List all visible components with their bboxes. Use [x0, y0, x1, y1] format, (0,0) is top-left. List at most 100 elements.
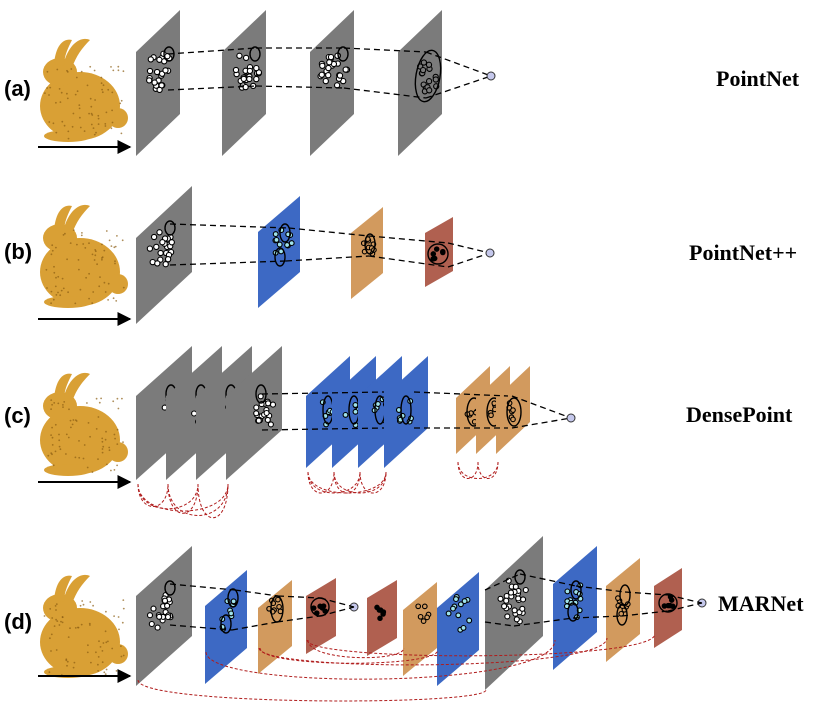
skip-connection — [137, 679, 487, 702]
bunny-ear — [64, 574, 90, 604]
bunny-speckle — [89, 601, 92, 603]
bunny-speckle — [82, 603, 85, 606]
bunny-speckle — [56, 620, 59, 622]
bunny-speckle — [52, 298, 55, 301]
bunny-speckle — [75, 76, 78, 79]
bunny-speckle — [114, 437, 116, 440]
point — [265, 400, 272, 407]
bunny-speckle — [91, 302, 94, 305]
bunny-speckle — [97, 656, 100, 658]
bunny-speckle — [113, 469, 116, 471]
bunny-speckle — [95, 651, 97, 654]
feature-plane — [196, 346, 252, 480]
bunny-ear — [64, 372, 90, 402]
bunny-speckle — [113, 615, 115, 617]
bunny-speckle — [82, 243, 85, 245]
dashed-connection — [484, 621, 515, 627]
point — [168, 239, 175, 246]
point — [504, 613, 511, 620]
point — [440, 249, 446, 256]
dashed-connection — [484, 573, 521, 591]
row-label-d: (d) — [4, 609, 32, 634]
receptive-field-ring — [427, 243, 449, 265]
point — [327, 53, 335, 61]
bunny-speckle — [72, 112, 75, 115]
bunny-speckle — [56, 68, 59, 71]
bunny-speckle — [97, 670, 99, 672]
point — [503, 597, 510, 604]
point — [151, 79, 158, 86]
bunny-speckle — [55, 603, 58, 605]
point — [325, 72, 332, 79]
bunny-speckle — [66, 97, 69, 100]
bunny-tail — [108, 108, 128, 128]
bunny-speckle — [99, 646, 102, 648]
bunny-speckle — [57, 291, 59, 294]
bunny-speckle — [50, 452, 53, 454]
bunny-speckle — [49, 86, 52, 89]
dashed-connection — [413, 391, 509, 397]
point — [430, 251, 437, 257]
point — [512, 583, 519, 590]
bunny-speckle — [66, 92, 68, 95]
bunny-speckle — [78, 268, 80, 271]
bunny-speckle — [117, 65, 120, 68]
bunny-speckle — [94, 99, 96, 101]
bunny-speckle — [68, 408, 70, 411]
bunny-point-cloud — [40, 372, 128, 476]
bunny-speckle — [44, 92, 46, 94]
bunny-speckle — [95, 397, 98, 400]
point — [236, 52, 243, 59]
bunny-speckle — [50, 399, 53, 401]
bunny-speckle — [105, 668, 108, 671]
skip-connection — [258, 637, 608, 666]
bunny-speckle — [74, 302, 77, 305]
bunny-speckle — [53, 625, 56, 627]
bunny-speckle — [117, 407, 120, 410]
bunny-speckle — [73, 661, 76, 664]
point — [159, 239, 166, 246]
point — [246, 75, 253, 83]
bunny-speckle — [101, 243, 103, 246]
bunny-speckle — [62, 234, 65, 236]
point — [275, 596, 281, 603]
point — [457, 601, 464, 608]
bunny-feet — [44, 464, 92, 476]
bunny-speckle — [100, 76, 103, 79]
model-name-densepoint: DensePoint — [686, 402, 793, 427]
point — [284, 242, 291, 248]
bunny-speckle — [78, 104, 81, 106]
point — [253, 75, 260, 83]
bunny-speckle — [43, 615, 46, 617]
model-name-pointnet-plus-plus: PointNet++ — [689, 240, 797, 265]
receptive-field-ring — [164, 220, 176, 236]
bunny-speckle — [79, 604, 82, 607]
point — [520, 596, 527, 603]
point — [453, 596, 459, 603]
skip-connection — [197, 483, 229, 518]
skip-connection — [333, 471, 387, 494]
bunny-speckle — [69, 627, 71, 630]
bunny-speckle — [57, 275, 60, 278]
bunny-speckle — [78, 440, 80, 442]
point — [667, 602, 673, 609]
bunny-speckle — [87, 422, 90, 424]
bunny-speckle — [108, 449, 111, 452]
bunny-speckle — [50, 633, 53, 636]
receptive-field-ring — [567, 602, 579, 622]
receptive-field-ring — [619, 584, 631, 606]
feature-plane — [310, 10, 354, 156]
bunny-speckle — [89, 65, 92, 68]
dashed-connection — [261, 391, 385, 395]
bunny-speckle — [53, 271, 56, 274]
bunny-speckle — [108, 239, 111, 242]
feature-plane — [456, 366, 490, 454]
dashed-connection — [572, 615, 623, 619]
skip-connection — [359, 471, 387, 494]
point — [417, 613, 424, 620]
receptive-field-ring — [220, 614, 232, 634]
bunny-speckle — [80, 70, 83, 73]
bunny-speckle — [104, 673, 107, 675]
skip-connection — [307, 471, 361, 494]
bunny-speckle — [60, 620, 62, 623]
